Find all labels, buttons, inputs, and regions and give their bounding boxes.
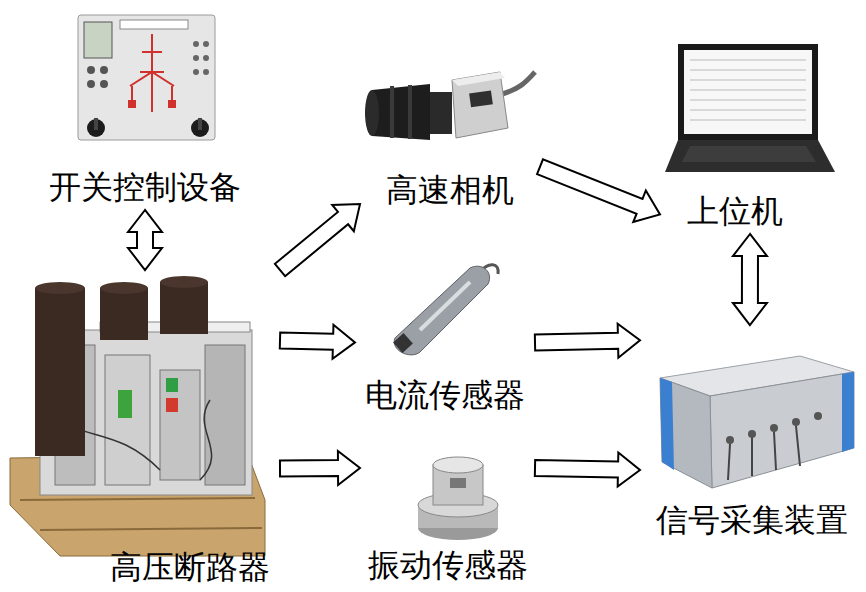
hollow-arrow [280,451,360,485]
hollow-arrow [280,325,355,359]
hollow-arrow [733,234,767,325]
device-label: 高压断路器 [108,549,272,586]
device-label: 开关控制设备 [47,169,243,206]
hollow-arrow [535,453,640,487]
hollow-arrow [275,204,360,276]
hollow-arrow [128,210,162,270]
device-node: 高压断路器 [8,270,280,590]
current-sensor-photo [393,265,498,355]
device-node: 振动传感器 [360,450,535,588]
device-label: 电流传感器 [363,377,527,414]
device-node: 高速相机 [360,35,540,213]
high-speed-camera-photo [365,72,535,140]
device-node: 电流传感器 [355,250,535,418]
device-node: 开关控制设备 [40,10,250,210]
signal-acquisition-photo [660,356,854,488]
hollow-arrow [537,159,660,222]
device-label: 信号采集装置 [654,502,850,539]
device-label: 上位机 [685,193,785,230]
device-label: 振动传感器 [366,547,530,584]
hollow-arrow [535,324,640,358]
circuit-breaker-photo [10,276,265,556]
vibration-sensor-photo [418,457,498,540]
device-node: 上位机 [660,38,840,234]
device-node: 信号采集装置 [640,325,862,543]
switch-control-device-photo [78,15,215,140]
laptop-photo [665,44,835,172]
device-label: 高速相机 [384,172,516,209]
